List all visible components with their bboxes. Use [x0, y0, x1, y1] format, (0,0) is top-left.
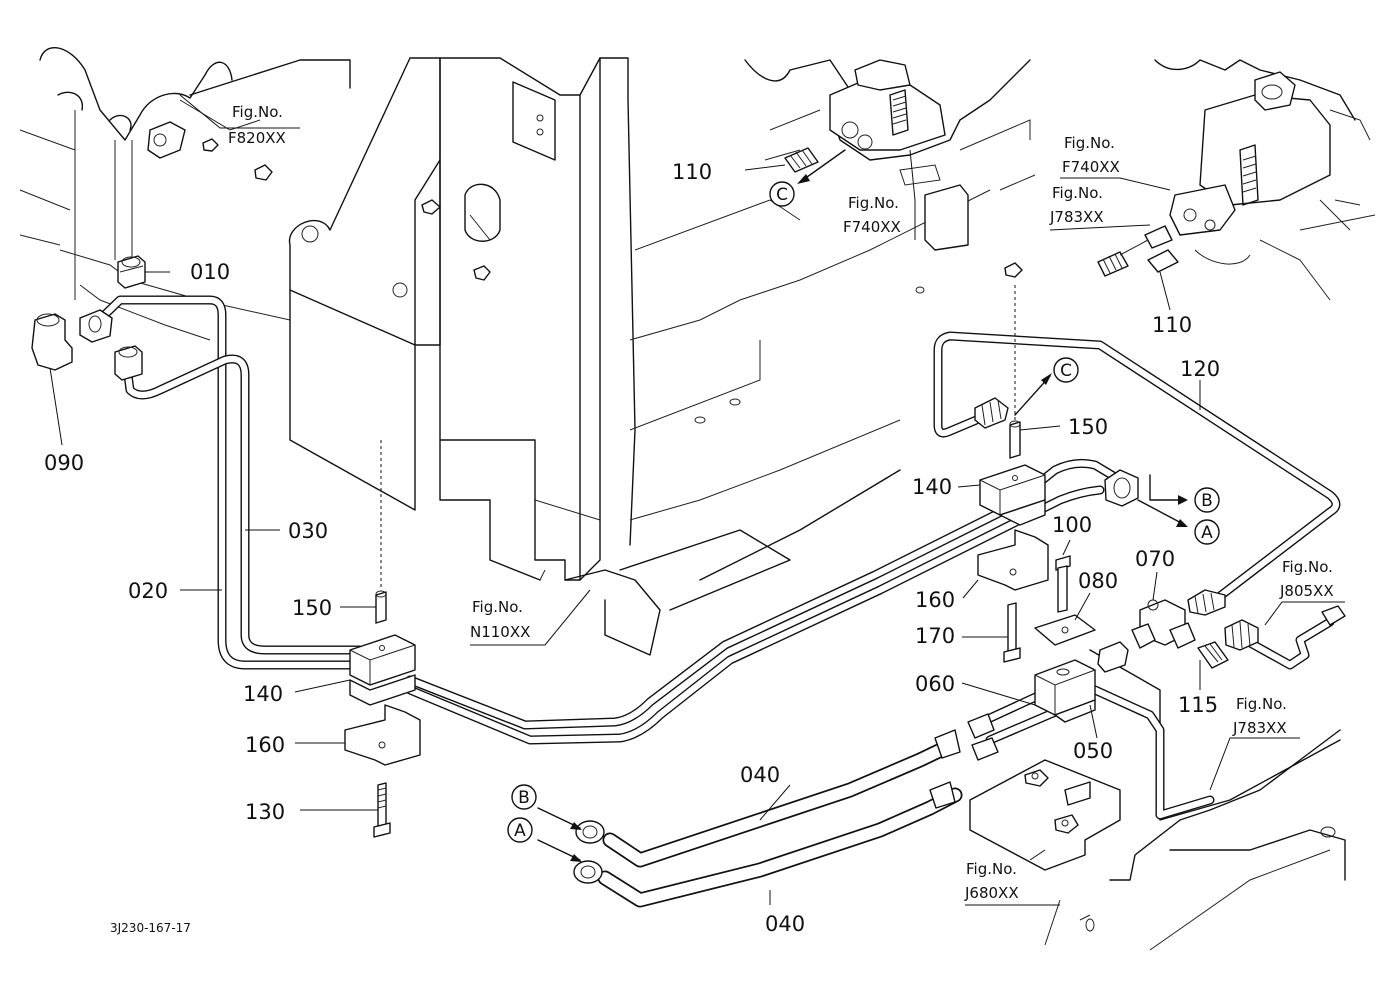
mark-b-right: B	[1201, 491, 1213, 511]
part-label-110-top: 110	[672, 160, 712, 184]
part-label-130: 130	[245, 800, 285, 824]
background-frame-lower-right	[969, 649, 1346, 951]
mark-c-right-ring	[1053, 357, 1079, 383]
pipe-020	[87, 295, 365, 670]
mark-a-left: A	[514, 821, 526, 841]
part-label-140-right: 140	[912, 475, 952, 499]
plate-080	[1034, 614, 1096, 646]
fig-ref-f820-title: Fig.No.	[232, 103, 283, 121]
part-label-140-left: 140	[243, 682, 283, 706]
fig-ref-n110-title: Fig.No.	[472, 598, 523, 616]
part-label-040-lower: 040	[765, 912, 805, 936]
collar-150-left	[375, 590, 387, 624]
mark-c-right: C	[1060, 361, 1072, 381]
part-label-160-right: 160	[915, 588, 955, 612]
mark-b-left: B	[518, 788, 530, 808]
pipe-to-j783	[1090, 685, 1215, 820]
part-label-115: 115	[1178, 693, 1218, 717]
part-labels: 010 090 030 020 150 140 160 130 110 110 …	[44, 160, 1220, 936]
background-engine-left	[19, 47, 351, 341]
part-label-150-right: 150	[1068, 415, 1108, 439]
part-label-030: 030	[288, 519, 328, 543]
part-label-100: 100	[1052, 513, 1092, 537]
pipe-120	[933, 331, 1341, 605]
part-label-160-left: 160	[245, 733, 285, 757]
background-valve-upper-right	[1154, 59, 1376, 301]
connection-arrows	[537, 149, 1188, 862]
mark-b-left-ring	[511, 784, 537, 810]
fig-ref-f740a-code: F740XX	[1062, 158, 1120, 176]
part-label-150-left: 150	[292, 596, 332, 620]
collar-150-right	[1009, 420, 1021, 459]
pipe-030	[123, 354, 365, 655]
hose-040-lower	[597, 787, 963, 908]
mark-a-right-ring	[1194, 519, 1220, 545]
bolt-170	[1003, 602, 1021, 663]
mark-b-right-ring	[1194, 487, 1220, 513]
pipe-long-to-right	[405, 458, 1125, 745]
leader-lines	[49, 94, 1345, 906]
fitting-010	[117, 255, 146, 289]
fitting-120-end	[974, 397, 1009, 429]
plug-110-top	[784, 147, 819, 173]
part-label-060: 060	[915, 672, 955, 696]
mark-a-right: A	[1201, 523, 1213, 543]
background-frame-center	[288, 57, 1023, 656]
fig-ref-j783a-title: Fig.No.	[1052, 184, 1103, 202]
fig-ref-j783b-title: Fig.No.	[1236, 695, 1287, 713]
bracket-160-right	[977, 529, 1049, 591]
plug-115	[1197, 641, 1229, 669]
fig-ref-j680-title: Fig.No.	[966, 860, 1017, 878]
fig-ref-j783a-code: J783XX	[1049, 208, 1104, 226]
part-label-020: 020	[128, 579, 168, 603]
fig-ref-f740b-code: F740XX	[843, 218, 901, 236]
tee-070	[1131, 599, 1196, 649]
fig-ref-j783b-code: J783XX	[1232, 719, 1287, 737]
fig-ref-f740b-title: Fig.No.	[848, 194, 899, 212]
mark-c-top: C	[776, 185, 788, 205]
part-label-090: 090	[44, 451, 84, 475]
part-label-010: 010	[190, 260, 230, 284]
fig-ref-j805-title: Fig.No.	[1282, 558, 1333, 576]
clamp-140-right	[979, 464, 1046, 526]
plug-110-right	[1097, 225, 1179, 277]
figure-references: Fig.No. F820XX Fig.No. F740XX Fig.No. F7…	[228, 103, 1334, 902]
fig-ref-j805-code: J805XX	[1279, 582, 1334, 600]
fitting-block-060-end	[1097, 641, 1129, 673]
bracket-160-left	[344, 704, 421, 766]
fig-ref-n110-code: N110XX	[470, 623, 530, 641]
bolt-100	[1055, 555, 1071, 613]
part-label-070: 070	[1135, 547, 1175, 571]
fig-ref-f820-code: F820XX	[228, 129, 286, 147]
connection-marks: C C B A B A	[507, 181, 1220, 843]
part-label-050: 050	[1073, 739, 1113, 763]
part-label-120: 120	[1180, 357, 1220, 381]
fitting-to-j805	[1187, 589, 1346, 651]
fitting-030-end	[114, 345, 143, 381]
mark-c-top-ring	[769, 181, 795, 207]
part-label-080: 080	[1078, 569, 1118, 593]
fig-ref-f740a-title: Fig.No.	[1064, 134, 1115, 152]
part-label-170: 170	[915, 624, 955, 648]
hose-end-fittings	[573, 713, 999, 884]
drawing-code: 3J230-167-17	[110, 921, 191, 935]
part-label-040-upper: 040	[740, 763, 780, 787]
fitting-elbow-ab	[1104, 469, 1139, 507]
clamp-140-left	[349, 634, 416, 706]
bolt-130	[373, 782, 391, 838]
hose-040-upper	[602, 740, 953, 868]
pipe-to-j805	[1240, 617, 1335, 670]
mark-a-left-ring	[507, 817, 533, 843]
fitting-090	[31, 309, 113, 371]
part-label-110-right: 110	[1152, 313, 1192, 337]
background-valve-upper-center	[744, 59, 1036, 251]
fig-ref-j680-code: J680XX	[964, 884, 1019, 902]
